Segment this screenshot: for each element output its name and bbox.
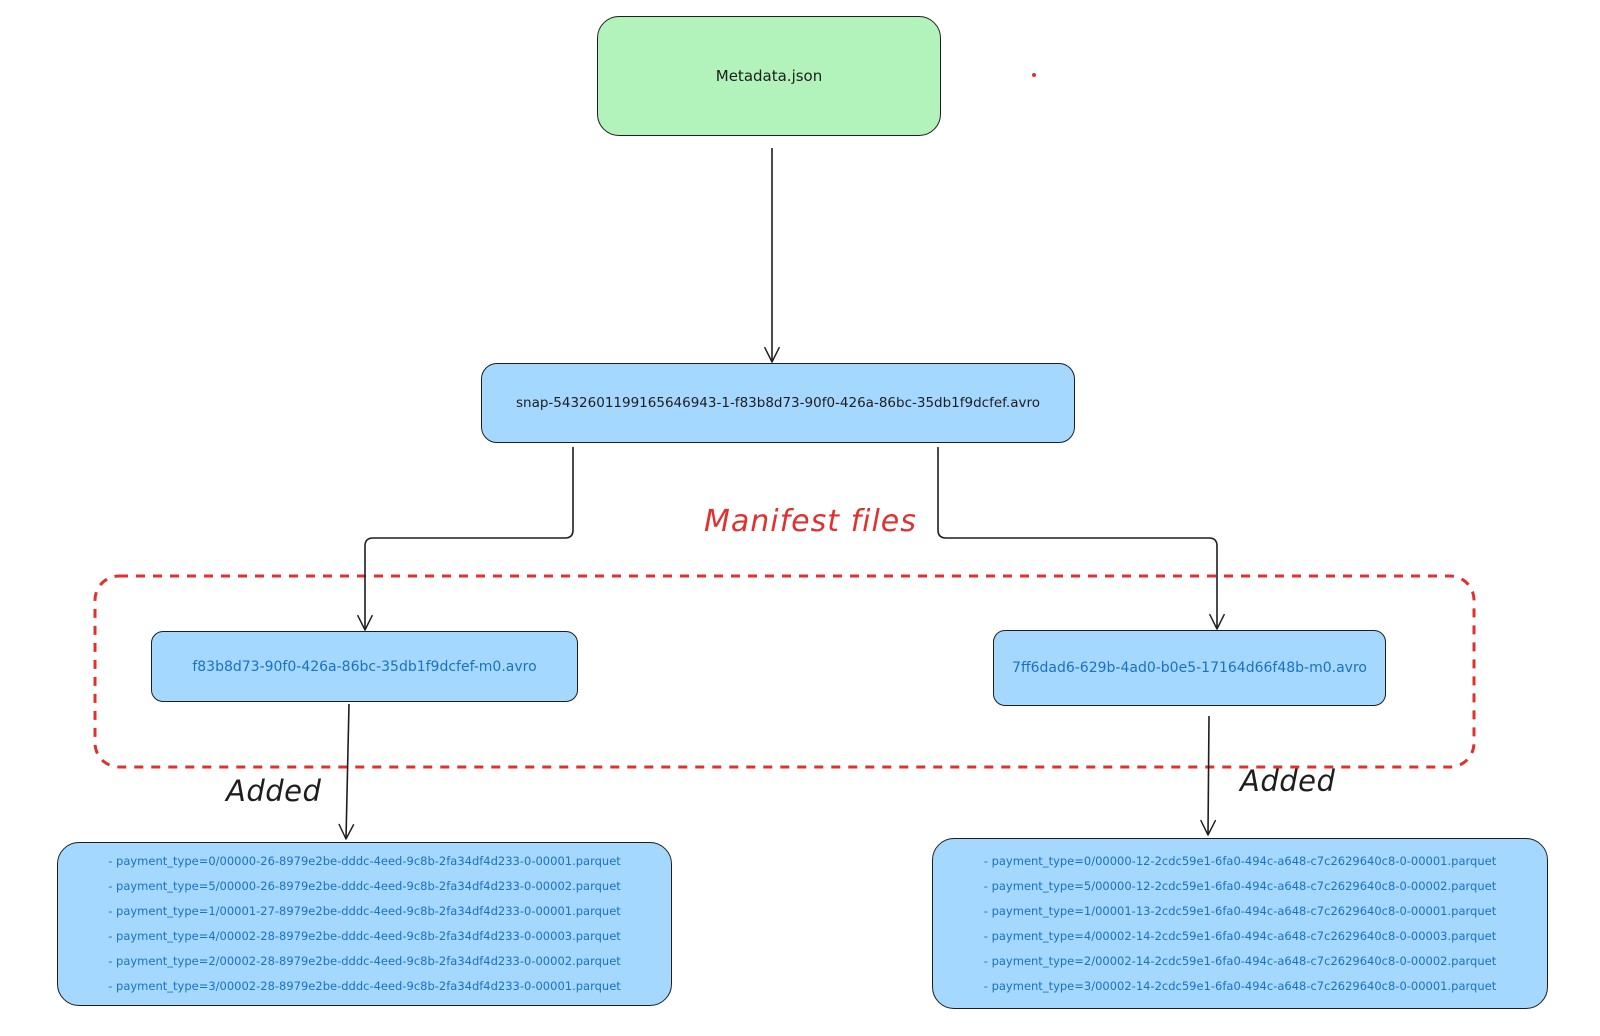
metadata-node[interactable]: Metadata.json: [597, 16, 941, 136]
arrow-snapshot-to-manifest-right: [937, 447, 1225, 630]
data-file-line: - payment_type=3/00002-28-8979e2be-dddc-…: [108, 979, 621, 993]
added-label: Added: [226, 774, 322, 808]
data-file-line: - payment_type=4/00002-14-2cdc59e1-6fa0-…: [983, 928, 1497, 943]
data-file-line: - payment_type=0/00000-12-2cdc59e1-6fa0-…: [983, 853, 1497, 868]
manifest-node-label: f83b8d73-90f0-426a-86bc-35db1f9dcfef-m0.…: [192, 658, 537, 675]
data-file-line: - payment_type=5/00000-26-8979e2be-dddc-…: [108, 879, 621, 893]
data-file-line: - payment_type=1/00001-13-2cdc59e1-6fa0-…: [983, 903, 1497, 918]
data-files-node[interactable]: - payment_type=0/00000-12-2cdc59e1-6fa0-…: [932, 838, 1548, 1009]
metadata-node-label: Metadata.json: [715, 67, 823, 85]
data-files-node[interactable]: - payment_type=0/00000-26-8979e2be-dddc-…: [57, 842, 672, 1006]
data-file-line: - payment_type=2/00002-14-2cdc59e1-6fa0-…: [983, 953, 1497, 968]
arrow-manifest-right-to-data-files: [1200, 715, 1217, 836]
data-file-line: - payment_type=0/00000-26-8979e2be-dddc-…: [108, 854, 621, 868]
snapshot-node[interactable]: snap-5432601199165646943-1-f83b8d73-90f0…: [481, 363, 1075, 443]
snapshot-node-label: snap-5432601199165646943-1-f83b8d73-90f0…: [515, 395, 1040, 411]
data-file-line: - payment_type=1/00001-27-8979e2be-dddc-…: [108, 904, 621, 918]
manifest-node-label: 7ff6dad6-629b-4ad0-b0e5-17164d66f48b-m0.…: [1012, 660, 1367, 676]
manifest-group-label: Manifest files: [704, 504, 917, 539]
data-file-line: - payment_type=3/00002-14-2cdc59e1-6fa0-…: [983, 978, 1497, 993]
added-label: Added: [1240, 764, 1336, 798]
data-file-line: - payment_type=5/00000-12-2cdc59e1-6fa0-…: [983, 878, 1497, 893]
manifest-group-border: [93, 574, 1476, 769]
arrow-snapshot-to-manifest-left: [357, 447, 574, 631]
data-file-line: - payment_type=2/00002-28-8979e2be-dddc-…: [108, 954, 621, 968]
manifest-node[interactable]: 7ff6dad6-629b-4ad0-b0e5-17164d66f48b-m0.…: [993, 630, 1386, 706]
manifest-node[interactable]: f83b8d73-90f0-426a-86bc-35db1f9dcfef-m0.…: [151, 631, 578, 702]
stray-dot: [1032, 73, 1036, 77]
data-file-line: - payment_type=4/00002-28-8979e2be-dddc-…: [108, 929, 621, 943]
arrow-manifest-left-to-data-files: [338, 703, 355, 840]
